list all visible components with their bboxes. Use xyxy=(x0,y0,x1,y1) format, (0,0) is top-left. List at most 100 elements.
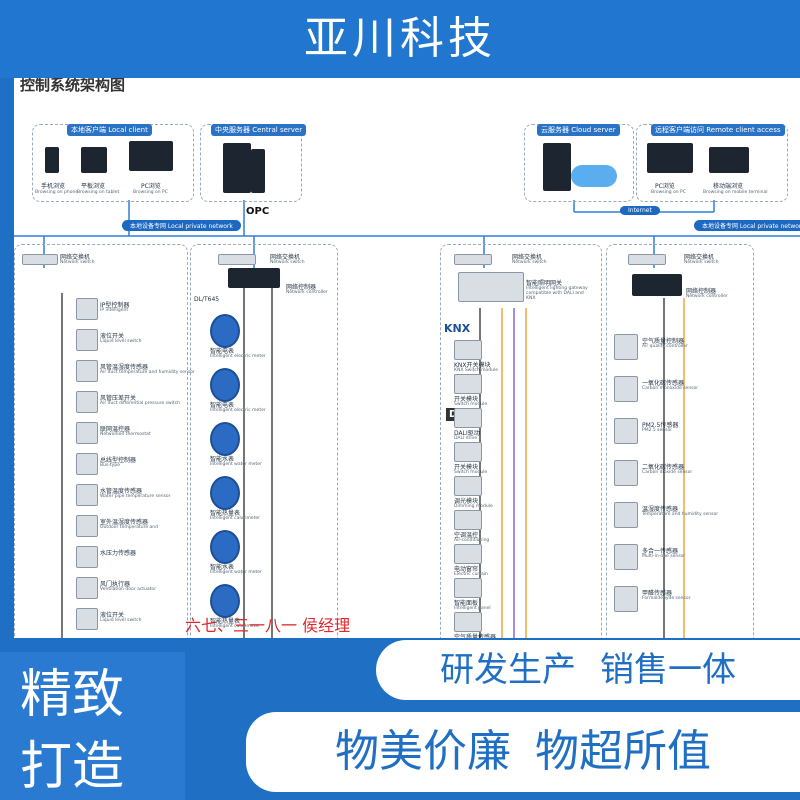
slogan-sales: 销售一体 xyxy=(600,650,736,690)
client-item-label: 平板浏览 xyxy=(81,183,106,190)
switch-en: Network switch xyxy=(684,260,719,265)
device-icon xyxy=(76,422,98,444)
device-label: 开关模块 xyxy=(454,464,479,471)
column-lighting xyxy=(440,244,602,638)
device-label: 风管温湿度传感器 xyxy=(100,364,149,371)
device-label: 空气质量控制器 xyxy=(642,338,685,345)
slogan-row-2: 物美价廉物超所值 xyxy=(246,712,800,792)
client-item-label: 移动端浏览 xyxy=(713,183,744,190)
slogan-left-bottom: 打造 xyxy=(20,737,125,797)
device-en: Intelligent water meter xyxy=(210,462,262,467)
device-icon xyxy=(454,442,482,462)
slogan-value: 物美价廉 xyxy=(335,726,511,777)
local-client-title: 本地客户端 Local client xyxy=(67,124,152,136)
switch-label: 网络交换机 xyxy=(684,254,715,261)
internet-label: Internet xyxy=(620,206,660,215)
device-icon xyxy=(76,360,98,382)
device-icon xyxy=(614,376,638,402)
remote-client-title: 远程客户端访问 Remote client access xyxy=(651,124,785,136)
device-en: Multi-in-one sensor xyxy=(642,554,686,559)
device-label: 温湿度传感器 xyxy=(642,506,679,513)
device-label: 水管温度传感器 xyxy=(100,488,143,495)
device-en: Outdoor temperature and xyxy=(100,525,158,530)
client-item-en: Browsing on mobile terminal xyxy=(703,190,768,195)
device-en: Networked thermostat xyxy=(100,432,151,437)
device-en: Dimming module xyxy=(454,504,493,509)
gateway-en: Intelligent lighting gateway compatible … xyxy=(526,286,588,301)
device-label: 智能热量表 xyxy=(210,510,241,517)
client-item-label: PC浏览 xyxy=(655,183,675,190)
network-controller-icon xyxy=(228,268,280,288)
device-icon xyxy=(454,510,482,530)
device-label: 甲醛传感器 xyxy=(642,590,673,597)
device-en: Intelligent electric meter xyxy=(210,408,266,413)
opc-logo: OPC xyxy=(246,206,270,217)
gateway-label: 智能照明网关 xyxy=(526,280,563,287)
device-en: KNX Switch module xyxy=(454,368,499,373)
central-server-title: 中央服务器 Central server xyxy=(211,124,307,136)
monitor-icon xyxy=(647,143,693,173)
device-label: 智能水表 xyxy=(210,564,235,571)
monitor-icon xyxy=(129,141,173,171)
cloud-server-title: 云服务器 Cloud server xyxy=(537,124,620,136)
device-label: PM2.5传感器 xyxy=(642,422,679,429)
switch-en: Network switch xyxy=(60,260,95,265)
device-en: Switch module xyxy=(454,470,488,475)
device-icon xyxy=(454,612,482,632)
device-label: 智能电表 xyxy=(210,348,235,355)
client-item-label: 手机浏览 xyxy=(41,183,66,190)
device-en: DALI drive xyxy=(454,436,478,441)
server-icon xyxy=(223,143,251,193)
device-label: 风门执行器 xyxy=(100,581,131,588)
device-en: Intelligent panel xyxy=(454,606,491,611)
remote-client-group: 远程客户端访问 Remote client access PC浏览 Browsi… xyxy=(636,124,788,202)
device-label: 风管压差开关 xyxy=(100,395,137,402)
device-en: Formaldehyde sensor xyxy=(642,596,691,601)
device-en: Air-conditioning xyxy=(454,538,490,543)
device-icon xyxy=(76,453,98,475)
device-icon xyxy=(614,544,638,570)
protocol-label: DL/T645 xyxy=(194,296,220,303)
column-energy-metering xyxy=(190,244,338,638)
device-en: Temperature and humidity sensor xyxy=(642,512,719,517)
lan-label: 本地设备专网 Local private network xyxy=(694,220,800,231)
device-label: IP型控制器 xyxy=(100,302,130,309)
device-en: Air duct differential pressure switch xyxy=(100,401,181,406)
device-icon xyxy=(210,368,240,402)
device-label: 室外温湿度传感器 xyxy=(100,519,149,526)
tablet-icon xyxy=(81,147,107,173)
device-icon xyxy=(614,418,638,444)
device-label: 多合一传感器 xyxy=(642,548,679,555)
device-en: PM2.5 sensor xyxy=(642,428,673,433)
device-label: 智能水表 xyxy=(210,456,235,463)
device-en: Switch module xyxy=(454,402,488,407)
controller-label: 网络控制器 xyxy=(286,284,317,291)
device-label: 空气质量传感器 xyxy=(454,634,497,638)
device-label: 智能电表 xyxy=(210,402,235,409)
architecture-diagram: 控制系统架构图 xyxy=(14,78,800,638)
device-icon xyxy=(210,422,240,456)
device-label: 总线型控制器 xyxy=(100,457,137,464)
switch-label: 网络交换机 xyxy=(270,254,301,261)
device-label: 调光模块 xyxy=(454,498,479,505)
device-icon xyxy=(454,340,482,360)
device-en: Intelligent calorimeter xyxy=(210,516,261,521)
lighting-gateway-icon xyxy=(458,272,524,302)
slogan-left-top: 精致 xyxy=(20,665,125,725)
device-icon xyxy=(454,578,482,598)
client-item-en: Browsing on phone xyxy=(35,190,79,195)
device-icon xyxy=(454,374,482,394)
switch-label: 网络交换机 xyxy=(512,254,543,261)
cloud-icon xyxy=(571,165,617,187)
client-item-en: Browsing on PC xyxy=(133,190,168,195)
device-en: Bus-type xyxy=(100,463,120,468)
slogan-row-1: 研发生产销售一体 xyxy=(376,640,800,700)
device-icon xyxy=(76,608,98,630)
controller-label: 网络控制器 xyxy=(686,288,717,295)
device-icon xyxy=(210,476,240,510)
device-en: IP intelligent xyxy=(100,308,129,313)
device-label: DALI驱动 xyxy=(454,430,480,437)
device-en: Ventilation door actuator xyxy=(100,587,157,592)
local-client-group: 本地客户端 Local client 手机浏览 Browsing on phon… xyxy=(32,124,194,202)
network-switch-icon xyxy=(454,254,492,265)
